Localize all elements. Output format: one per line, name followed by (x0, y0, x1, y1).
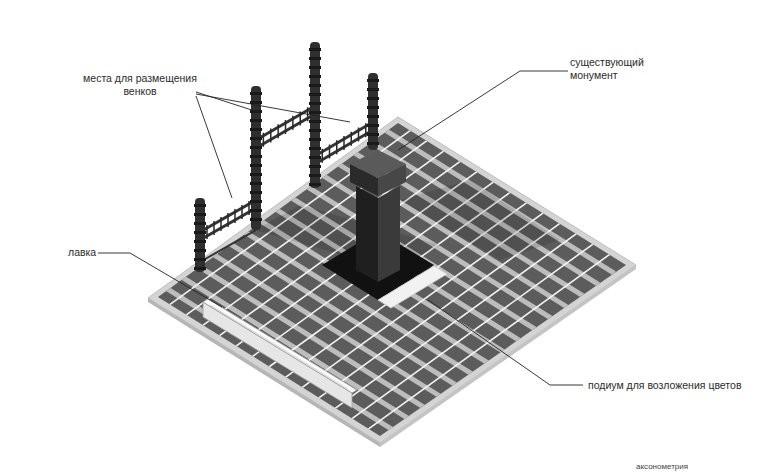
post-band (250, 218, 262, 221)
post-band (194, 204, 206, 207)
post-band (309, 102, 321, 105)
post-band (367, 133, 379, 136)
post-band (250, 119, 262, 122)
post-band (309, 183, 321, 186)
monument-label: существующий монумент (570, 56, 660, 81)
post-band (194, 267, 206, 270)
bench (203, 299, 357, 393)
post-band (309, 129, 321, 132)
wreath-post (368, 73, 378, 150)
post-band (250, 101, 262, 104)
tile-joints (164, 127, 615, 432)
post-band (250, 173, 262, 176)
post-band (250, 128, 262, 131)
post-band (194, 249, 206, 252)
post-band (367, 97, 379, 100)
post-band (309, 165, 321, 168)
view-label: аксонометрия (636, 462, 688, 472)
shadow (400, 180, 560, 260)
leader-lines (98, 71, 583, 385)
post-band (367, 88, 379, 91)
post-band (309, 66, 321, 69)
post-band (309, 138, 321, 141)
post-band (250, 200, 262, 203)
post-band (250, 146, 262, 149)
post-band (250, 137, 262, 140)
wreath-post (195, 198, 205, 272)
post-band (367, 142, 379, 145)
wreath-post (251, 86, 261, 230)
post-band (309, 147, 321, 150)
post-band (250, 164, 262, 167)
post-band (194, 213, 206, 216)
post-band (309, 111, 321, 114)
post-band (250, 155, 262, 158)
monument-pillar (356, 186, 378, 282)
post-band (367, 79, 379, 82)
post-band (309, 120, 321, 123)
post-band (250, 92, 262, 95)
post-band (367, 115, 379, 118)
post-band (250, 191, 262, 194)
monument-cap (350, 150, 406, 178)
bench-label: лавка (68, 246, 96, 259)
platform (148, 117, 636, 443)
post-band (194, 240, 206, 243)
post-band (367, 124, 379, 127)
post-band (309, 156, 321, 159)
post-band (309, 75, 321, 78)
wreath-place-label: места для размещения венков (80, 72, 200, 97)
wreath-posts (194, 42, 379, 272)
post-band (309, 57, 321, 60)
bench-slat (210, 305, 348, 389)
tile-joint (198, 148, 448, 329)
post-band (250, 209, 262, 212)
post-band (194, 222, 206, 225)
post-band (309, 48, 321, 51)
monument-pillar (378, 186, 400, 282)
post-band (367, 106, 379, 109)
tile-joint (164, 287, 396, 432)
post-band (194, 231, 206, 234)
post-band (250, 182, 262, 185)
podium-label: подиум для возложения цветов (588, 379, 741, 392)
post-band (309, 174, 321, 177)
paving (158, 123, 626, 436)
wreath-rack-bars (207, 107, 366, 239)
post-band (309, 93, 321, 96)
post-band (309, 84, 321, 87)
wreath-rack (200, 106, 373, 262)
bench (203, 302, 352, 408)
post-band (194, 258, 206, 261)
